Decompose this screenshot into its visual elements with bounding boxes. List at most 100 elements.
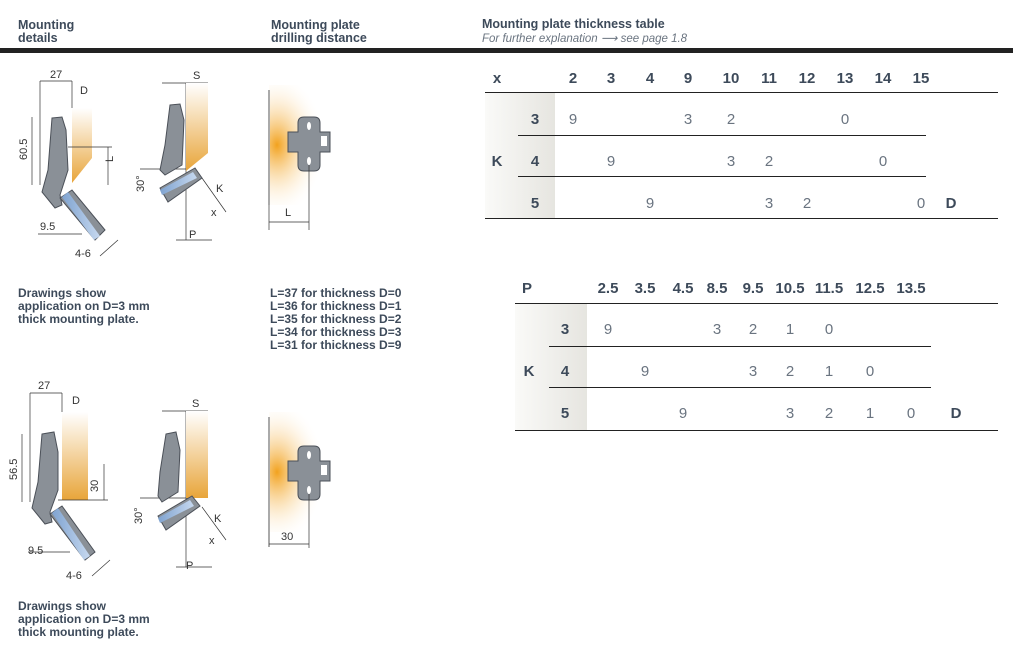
column-header: 2.5 <box>597 280 619 297</box>
header-rule <box>485 92 998 93</box>
note-line: application on D=3 mm <box>18 299 150 313</box>
door-panel <box>62 412 88 500</box>
table-cell: 1 <box>785 321 795 338</box>
dim-height: 56.5 <box>8 459 20 480</box>
header-rule <box>515 303 998 304</box>
table-cell: 1 <box>824 363 834 380</box>
row-label-k: 4 <box>530 153 540 170</box>
table-cell: 9 <box>678 405 688 422</box>
table-cell: 0 <box>865 363 875 380</box>
row-label-k: 4 <box>560 363 570 380</box>
table-cell: 0 <box>906 405 916 422</box>
table-cell: 2 <box>824 405 834 422</box>
group-label-k: K <box>491 153 503 170</box>
dim-30-degrees: 30° <box>133 507 145 524</box>
door-panel-2 <box>186 411 208 498</box>
column-header: 12 <box>798 70 816 87</box>
table-cell: 9 <box>568 111 578 128</box>
column-header: 13 <box>836 70 854 87</box>
bottom-rule <box>515 430 998 431</box>
header-line: Mounting <box>18 18 75 32</box>
dim-P: P <box>186 560 193 572</box>
note-line: thick mounting plate. <box>18 625 139 639</box>
end-label-d: D <box>945 195 957 212</box>
dim-P: P <box>189 229 196 241</box>
dim-height: 60.5 <box>18 139 30 160</box>
dim-9-5: 9.5 <box>40 221 55 233</box>
column-header: 9.5 <box>742 280 764 297</box>
table-cell: 2 <box>748 321 758 338</box>
header-line: drilling distance <box>271 31 367 45</box>
end-label-d: D <box>950 405 962 422</box>
column-header: 14 <box>874 70 892 87</box>
dim-9-5: 9.5 <box>28 545 43 557</box>
note-line: application on D=3 mm <box>18 612 150 626</box>
hinge-arm-2 <box>159 103 203 203</box>
plate-dim-30: 30 <box>281 531 293 543</box>
mounting-plate-drawing-bottom: 30 <box>268 412 349 548</box>
mounting-plate-drawing-top: L <box>268 85 349 230</box>
table-cell: 3 <box>748 363 758 380</box>
header-subtitle-link[interactable]: For further explanation ⟶ see page 1.8 <box>482 33 688 45</box>
table-cell: 3 <box>785 405 795 422</box>
corner-label: P <box>521 280 533 297</box>
dim-4-6: 4-6 <box>66 570 82 582</box>
table-cell: 9 <box>645 195 655 212</box>
table-cell: 3 <box>726 153 736 170</box>
dim-27: 27 <box>38 380 50 392</box>
table-cell: 9 <box>640 363 650 380</box>
column-header: 4 <box>645 70 655 87</box>
dim-30: 30 <box>89 480 101 492</box>
plate-shape <box>287 445 331 501</box>
hinge-arm <box>41 116 106 241</box>
dim-x: x <box>209 535 215 547</box>
L-value: L=34 for thickness D=3 <box>270 325 402 339</box>
plate-dim-L: L <box>285 207 291 219</box>
row-separator <box>549 387 931 388</box>
table-cell: 0 <box>878 153 888 170</box>
dim-D: D <box>72 395 80 407</box>
table-cell: 9 <box>603 321 613 338</box>
dim-K: K <box>216 183 224 195</box>
table-cell: 3 <box>764 195 774 212</box>
door-panel-2 <box>186 83 208 171</box>
table-cell: 0 <box>840 111 850 128</box>
table-cell: 0 <box>824 321 834 338</box>
note-line: Drawings show <box>18 599 107 613</box>
L-value: L=37 for thickness D=0 <box>270 286 402 300</box>
group-label-k: K <box>523 363 535 380</box>
corner-label: x <box>492 70 502 87</box>
column-header: 12.5 <box>855 280 885 297</box>
table-cell: 1 <box>865 405 875 422</box>
row-separator <box>518 176 926 177</box>
note-top: Drawings show application on D=3 mm thic… <box>18 287 150 326</box>
column-header: 8.5 <box>706 280 728 297</box>
table-cell: 9 <box>606 153 616 170</box>
column-header: 3.5 <box>634 280 656 297</box>
row-separator <box>549 346 931 347</box>
row-separator <box>518 135 926 136</box>
header-drilling-distance: Mounting plate drilling distance <box>271 19 367 45</box>
column-header: 10.5 <box>775 280 805 297</box>
header-line: Mounting plate <box>271 18 360 32</box>
row-label-k: 3 <box>530 111 540 128</box>
table-cell: 3 <box>712 321 722 338</box>
hinge-drawing-top: 27 D 60.5 L 9.5 4-6 S 30° K x P <box>18 69 227 260</box>
dim-30-degrees: 30° <box>135 175 147 192</box>
column-header: 11.5 <box>814 280 844 297</box>
column-header: 4.5 <box>672 280 694 297</box>
k-column-shade <box>485 93 555 218</box>
table-cell: 2 <box>726 111 736 128</box>
row-label-k: 5 <box>560 405 570 422</box>
column-header: 13.5 <box>896 280 926 297</box>
header-line: details <box>18 31 58 45</box>
header-thickness-table: Mounting plate thickness table For furth… <box>482 18 688 46</box>
dim-K: K <box>214 513 222 525</box>
column-header: 10 <box>722 70 740 87</box>
hinge-drawing-bottom: 27 D 56.5 30 9.5 4-6 S 30° K x P <box>8 380 227 582</box>
table-cell: 2 <box>802 195 812 212</box>
L-value: L=35 for thickness D=2 <box>270 312 402 326</box>
table-cell: 2 <box>764 153 774 170</box>
header-divider <box>0 48 1013 53</box>
column-header: 15 <box>912 70 930 87</box>
